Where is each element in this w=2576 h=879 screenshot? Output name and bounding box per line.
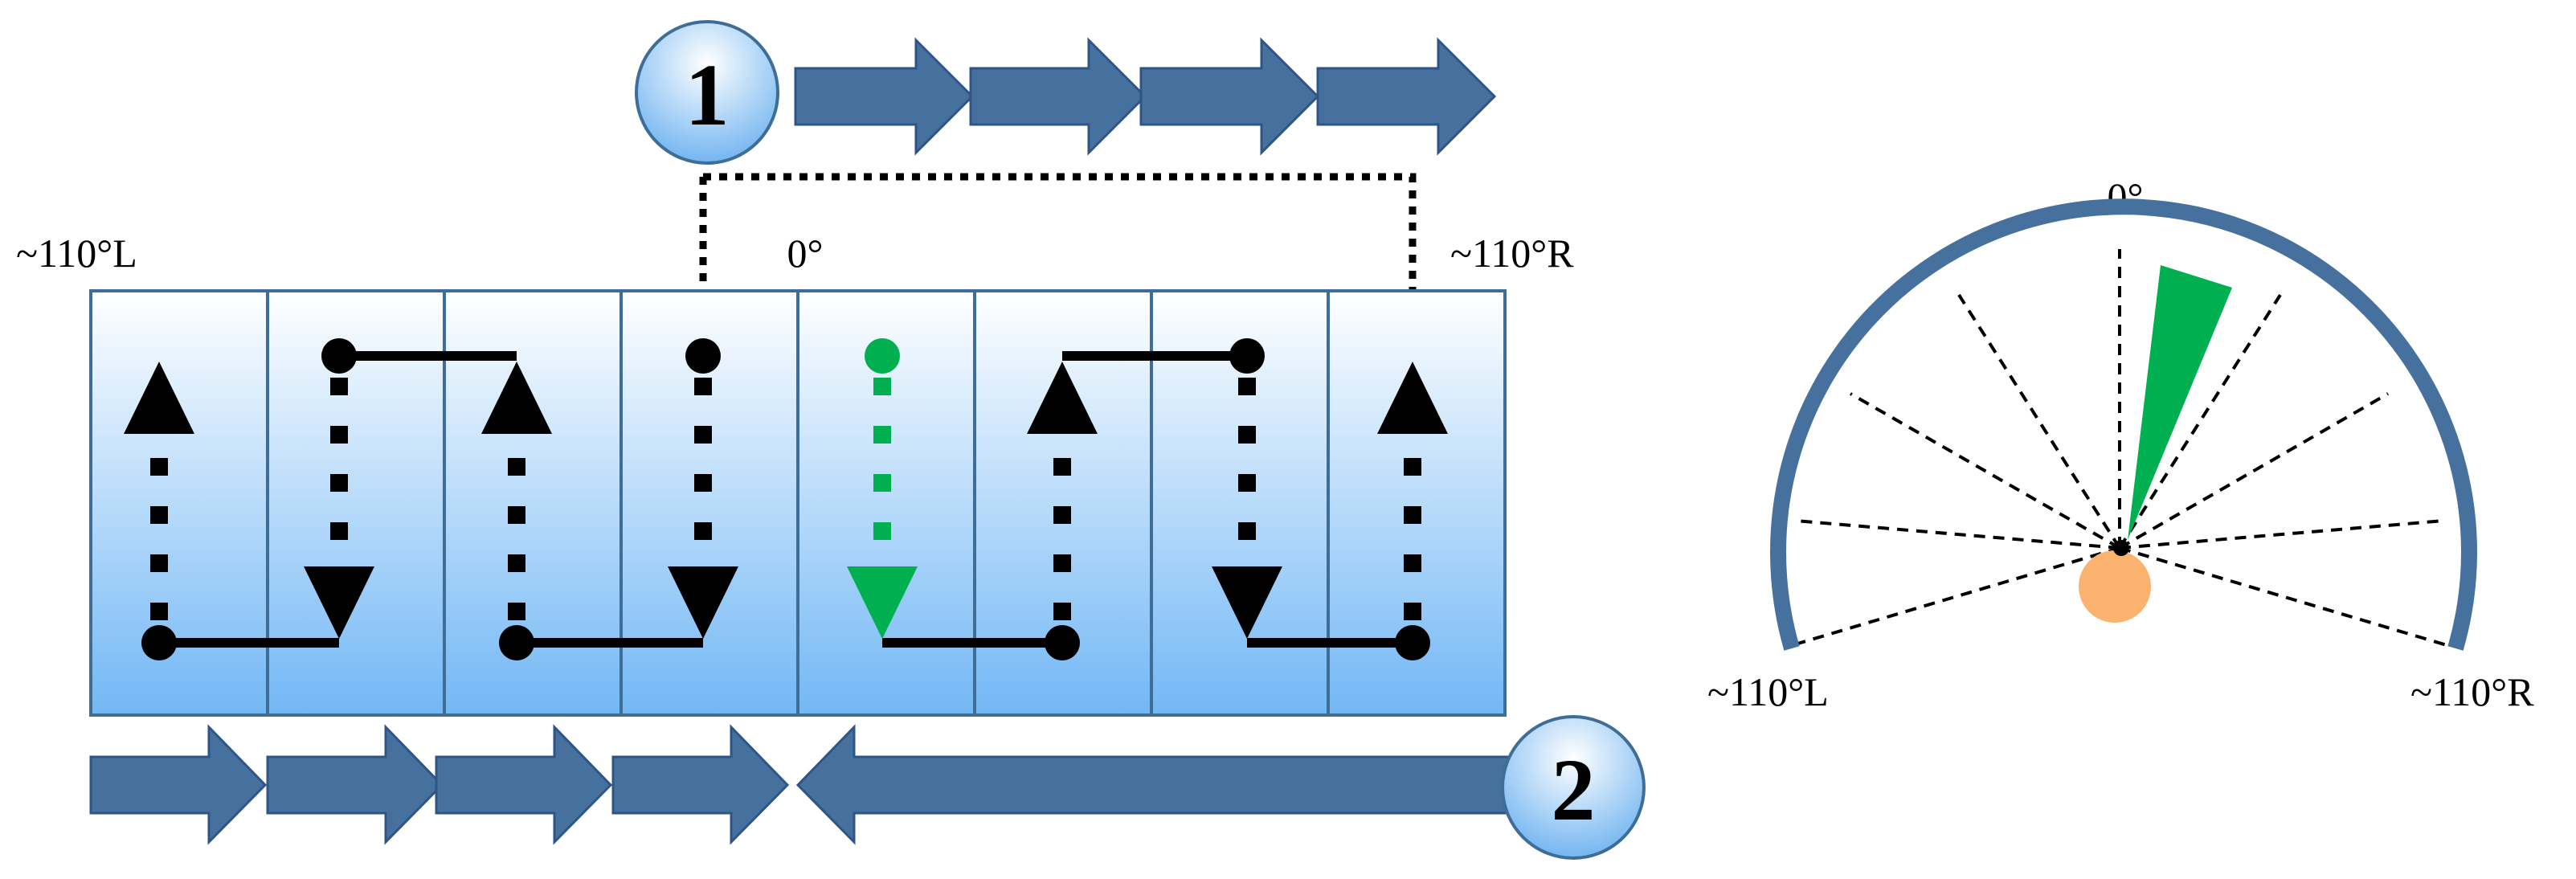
- top-arrow-2: [969, 37, 1147, 156]
- scan-path-solid: [159, 351, 1413, 648]
- gauge-spokes: [1786, 249, 2453, 648]
- gauge-label-right: ~110°R: [2410, 669, 2534, 714]
- bottom-arrow-4: [611, 724, 790, 845]
- bottom-arrow-2: [266, 724, 444, 845]
- badge-1-number: 1: [685, 46, 730, 144]
- scan-nodes: [141, 338, 1430, 660]
- arrowhead-down-4: [668, 566, 738, 639]
- head-icon: [2079, 550, 2151, 623]
- fov-gauge: 0° ~110°L ~110°R: [1707, 174, 2534, 714]
- bottom-arrow-row: [89, 724, 1512, 845]
- arrowhead-up-1: [124, 362, 194, 434]
- scan-arrowheads: [124, 362, 1448, 639]
- gauge-current-sector: [2128, 265, 2232, 540]
- bottom-arrow-1: [89, 724, 268, 845]
- label-right-deg: ~110°R: [1450, 231, 1574, 276]
- cell-strip: [89, 289, 1507, 717]
- label-left-deg: ~110°L: [16, 231, 137, 276]
- arrowhead-up-3: [481, 362, 552, 434]
- arrowhead-up-6: [1027, 362, 1098, 434]
- cell-1: [89, 289, 269, 717]
- gauge-arc: [1770, 198, 2477, 651]
- badge-1: 1: [635, 20, 779, 165]
- label-center-deg: 0°: [787, 231, 824, 276]
- arrowhead-up-8: [1377, 362, 1448, 434]
- current-scan-segment: [847, 338, 918, 639]
- badge-2: 2: [1501, 715, 1646, 860]
- top-arrow-4: [1316, 37, 1497, 156]
- gauge-label-left: ~110°L: [1707, 669, 1829, 714]
- return-arrow: [795, 724, 1512, 845]
- badge-2-number: 2: [1552, 741, 1596, 839]
- top-arrow-3: [1139, 37, 1320, 156]
- bottom-arrow-3: [435, 724, 613, 845]
- arrowhead-down-2: [304, 566, 374, 639]
- top-arrow-1: [794, 37, 975, 156]
- gauge-pivot: [2113, 540, 2129, 556]
- scan-path-dotted: [150, 378, 1421, 620]
- top-arrow-row: [794, 37, 1497, 156]
- arrowhead-down-7: [1212, 566, 1282, 639]
